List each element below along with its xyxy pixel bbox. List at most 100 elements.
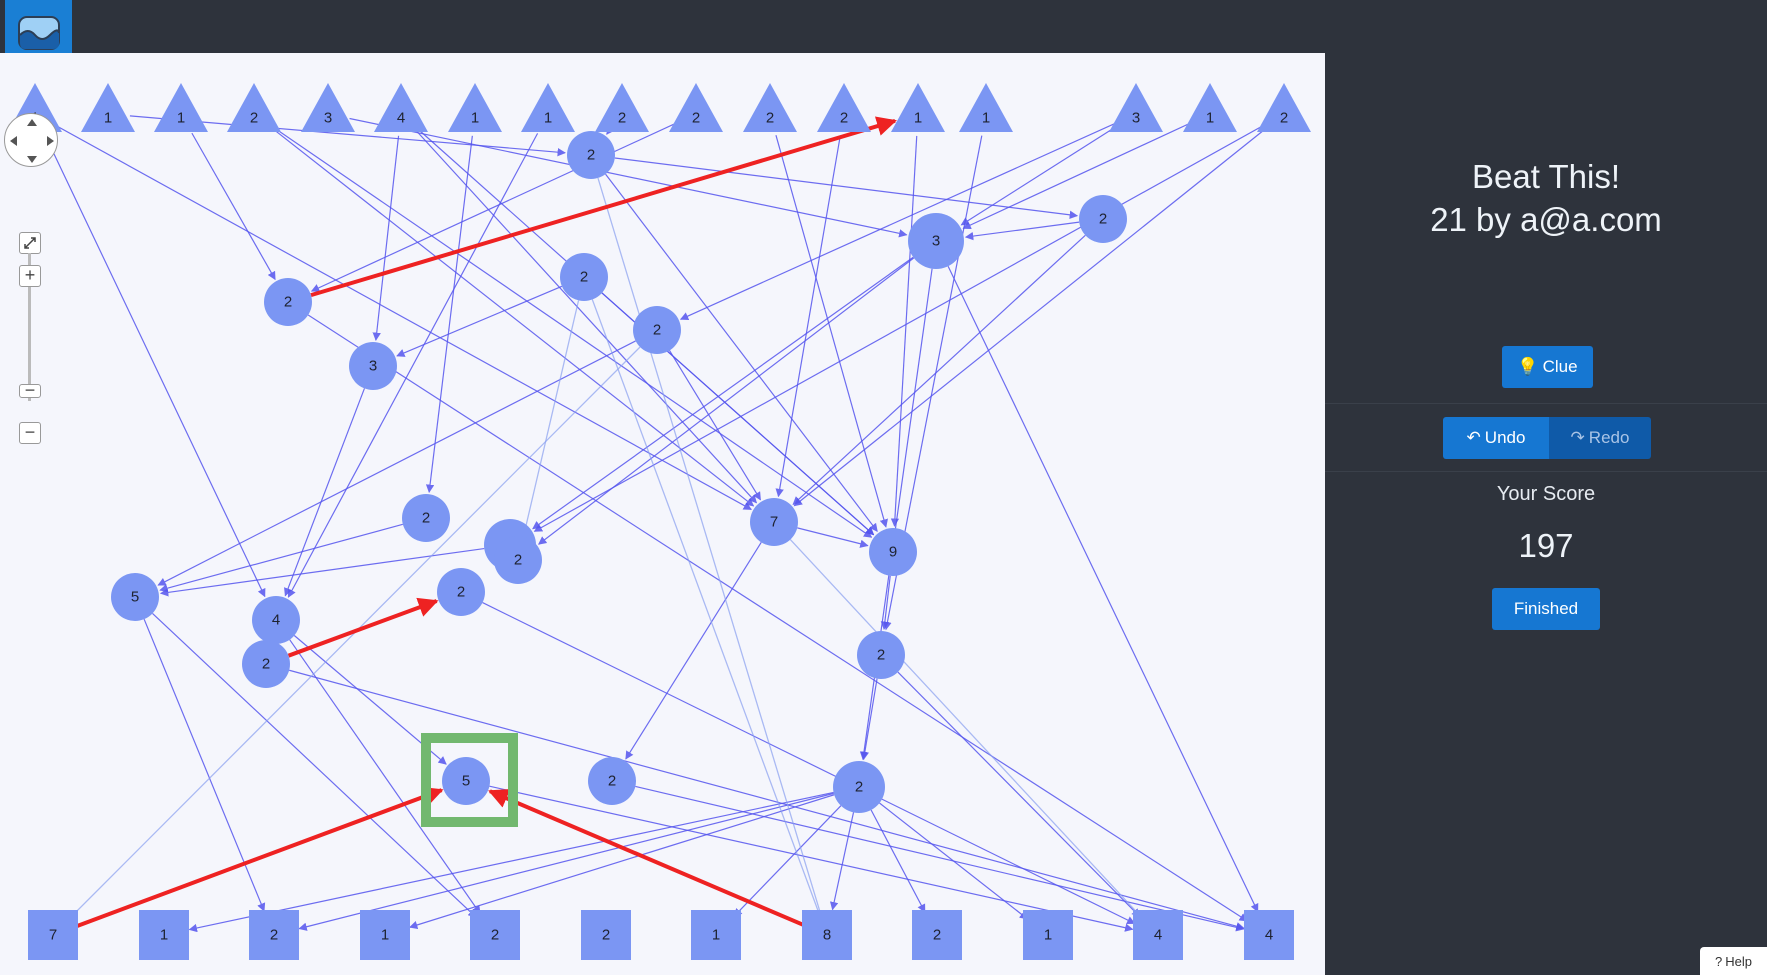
finished-button[interactable]: Finished	[1492, 588, 1600, 630]
graph-edge[interactable]	[310, 122, 677, 292]
circle-node[interactable]: 2	[494, 536, 542, 584]
graph-edge[interactable]	[191, 132, 276, 281]
circle-node[interactable]: 2	[560, 253, 608, 301]
source-triangle-node[interactable]: 1	[1183, 83, 1237, 132]
fit-screen-button[interactable]	[19, 232, 41, 254]
pan-down-icon[interactable]	[27, 156, 37, 163]
source-triangle-node[interactable]: 2	[227, 83, 281, 132]
graph-edge[interactable]	[533, 124, 1266, 532]
graph-edge[interactable]	[538, 257, 915, 545]
graph-edge-faint[interactable]	[789, 539, 1141, 917]
sink-square-node[interactable]: 2	[470, 910, 520, 960]
pan-up-icon[interactable]	[27, 119, 37, 126]
graph-edge[interactable]	[890, 135, 918, 527]
sink-square-node[interactable]: 1	[691, 910, 741, 960]
pan-control[interactable]	[4, 113, 58, 167]
graph-edge[interactable]	[829, 812, 855, 911]
circle-node[interactable]: 2	[264, 278, 312, 326]
graph-edge[interactable]	[792, 234, 1086, 505]
graph-edge[interactable]	[159, 547, 485, 597]
pan-left-icon[interactable]	[10, 136, 17, 146]
pan-right-icon[interactable]	[47, 136, 54, 146]
circle-node[interactable]: 2	[633, 306, 681, 354]
graph-edge[interactable]	[489, 785, 1134, 932]
sink-square-node[interactable]: 4	[1133, 910, 1183, 960]
graph-edge[interactable]	[415, 129, 758, 504]
sink-square-node[interactable]: 8	[802, 910, 852, 960]
sink-square-node[interactable]: 2	[912, 910, 962, 960]
circle-node[interactable]: 3	[908, 213, 964, 269]
circle-node[interactable]: 2	[833, 761, 885, 813]
graph-edge[interactable]	[396, 285, 563, 357]
graph-edge[interactable]	[372, 135, 400, 341]
graph-edge[interactable]	[157, 340, 636, 586]
source-triangle-node[interactable]: 2	[595, 83, 649, 132]
zoom-out-button[interactable]: −	[19, 422, 41, 444]
graph-edge-faint[interactable]	[597, 177, 821, 911]
graph-edge[interactable]	[733, 805, 842, 917]
circle-node[interactable]: 2	[857, 631, 905, 679]
sink-square-node[interactable]: 2	[581, 910, 631, 960]
circle-node[interactable]: 2	[567, 131, 615, 179]
help-button[interactable]: ? Help	[1700, 947, 1767, 975]
source-triangle-node[interactable]: 1	[81, 83, 135, 132]
graph-edge[interactable]	[880, 575, 891, 631]
graph-edge[interactable]	[349, 117, 908, 238]
graph-edge[interactable]	[53, 124, 752, 510]
sink-square-node[interactable]: 1	[1023, 910, 1073, 960]
graph-canvas[interactable]: 1112341122221131271212218214422232232227…	[0, 53, 1325, 975]
graph-edge[interactable]	[425, 135, 473, 494]
graph-edge[interactable]	[625, 542, 762, 760]
source-triangle-node[interactable]: 4	[374, 83, 428, 132]
graph-edge[interactable]	[860, 678, 878, 761]
graph-edge[interactable]	[409, 794, 835, 930]
sink-square-node[interactable]: 7	[28, 910, 78, 960]
source-triangle-node[interactable]: 1	[448, 83, 502, 132]
circle-node[interactable]: 4	[252, 596, 300, 644]
graph-edge[interactable]	[793, 127, 1268, 507]
undo-button[interactable]: ↶ Undo	[1443, 417, 1549, 459]
highlighted-edge[interactable]	[488, 789, 806, 928]
circle-node[interactable]: 2	[437, 568, 485, 616]
highlighted-edge[interactable]	[310, 116, 897, 298]
graph-edge[interactable]	[962, 122, 1191, 230]
source-triangle-node[interactable]: 2	[1257, 83, 1311, 132]
sink-square-node[interactable]: 1	[360, 910, 410, 960]
graph-edge[interactable]	[152, 612, 477, 918]
graph-edge[interactable]	[947, 265, 1259, 913]
graph-edge[interactable]	[270, 127, 755, 507]
circle-node[interactable]: 3	[349, 342, 397, 390]
sink-square-node[interactable]: 4	[1244, 910, 1294, 960]
circle-node[interactable]: 7	[750, 498, 798, 546]
circle-node[interactable]: 2	[1079, 195, 1127, 243]
sink-square-node[interactable]: 1	[139, 910, 189, 960]
source-triangle-node[interactable]: 1	[154, 83, 208, 132]
graph-edge[interactable]	[532, 256, 914, 530]
circle-node[interactable]: 2	[242, 640, 290, 688]
graph-edge[interactable]	[293, 635, 447, 765]
graph-edge[interactable]	[188, 791, 834, 933]
source-triangle-node[interactable]: 2	[817, 83, 871, 132]
source-triangle-node[interactable]: 1	[521, 83, 575, 132]
graph-edge[interactable]	[775, 135, 888, 528]
source-triangle-node[interactable]: 1	[959, 83, 1013, 132]
redo-button[interactable]: ↷ Redo	[1549, 417, 1651, 459]
graph-edge[interactable]	[614, 157, 1079, 220]
source-triangle-node[interactable]: 1	[891, 83, 945, 132]
circle-node[interactable]: 5	[111, 573, 159, 621]
source-triangle-node[interactable]: 2	[743, 83, 797, 132]
circle-node[interactable]: 2	[402, 494, 450, 542]
circle-node[interactable]: 5	[442, 757, 490, 805]
graph-svg[interactable]: 1112341122221131271212218214422232232227…	[0, 53, 1325, 975]
graph-edge[interactable]	[287, 133, 539, 598]
highlighted-edge[interactable]	[74, 787, 444, 929]
graph-edge-faint[interactable]	[591, 299, 819, 911]
source-triangle-node[interactable]: 2	[669, 83, 723, 132]
graph-edge[interactable]	[289, 639, 481, 915]
graph-edge[interactable]	[679, 122, 1117, 321]
source-triangle-node[interactable]: 3	[1109, 83, 1163, 132]
graph-edge-faint[interactable]	[523, 300, 580, 535]
graph-edge[interactable]	[897, 671, 1141, 918]
graph-edge[interactable]	[964, 221, 1080, 241]
source-triangle-node[interactable]: 3	[301, 83, 355, 132]
